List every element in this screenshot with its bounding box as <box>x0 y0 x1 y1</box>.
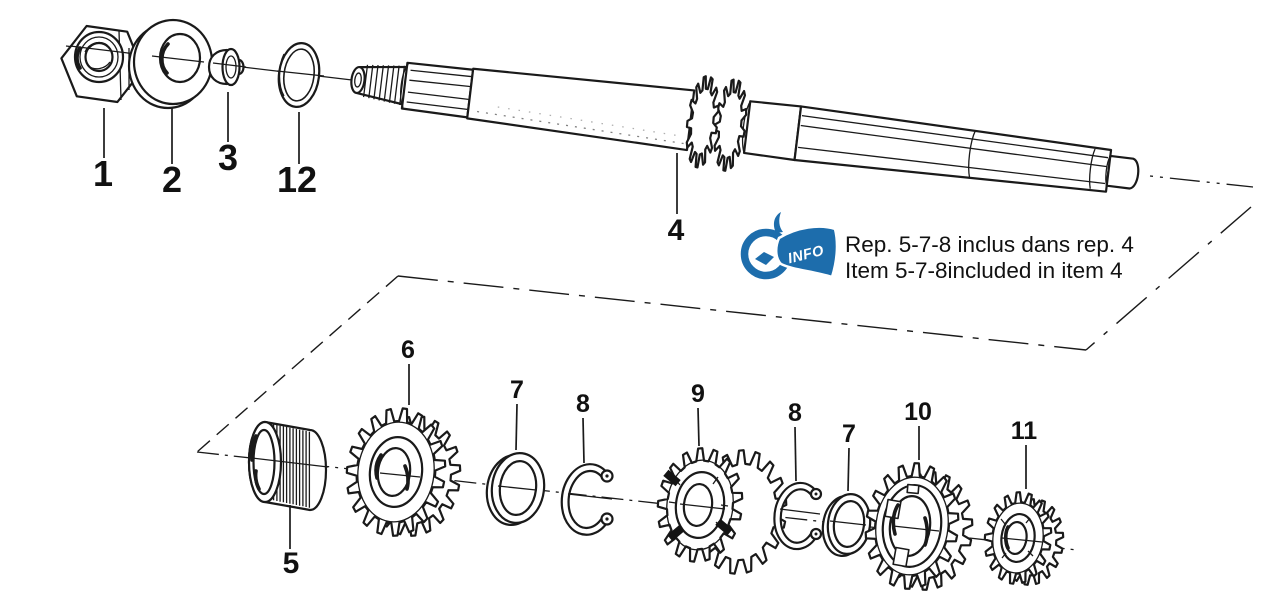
axis-through-nut <box>69 45 137 55</box>
part-thrust-washer-b <box>821 493 872 557</box>
part-label-10: 10 <box>904 398 932 426</box>
part-label-7a: 7 <box>510 376 524 404</box>
part-label-8b: 8 <box>788 399 802 427</box>
part-double-gear <box>656 447 788 575</box>
part-gear-10 <box>864 462 974 591</box>
axis-through-washer <box>151 55 205 63</box>
axis-overlays <box>251 457 1043 543</box>
part-seal-ring <box>276 42 325 108</box>
shaft-integrated-gear-front <box>685 75 720 169</box>
info-badge-banner <box>775 225 839 279</box>
shaft-axis-extension <box>1149 175 1254 188</box>
plane-right-edge <box>1085 206 1252 351</box>
part-circlip-a <box>560 463 614 536</box>
part-gear-11 <box>983 491 1065 586</box>
part-label-11: 11 <box>1011 417 1038 445</box>
info-badge: INFO <box>740 212 839 280</box>
part-label-1: 1 <box>93 153 113 194</box>
part-label-5: 5 <box>283 547 300 580</box>
part-label-6: 6 <box>401 336 415 364</box>
part-washer-large <box>127 18 214 110</box>
part-main-shaft <box>350 61 1140 193</box>
info-badge-curl <box>773 212 783 233</box>
part-hex-nut <box>60 24 144 104</box>
part-thrust-washer-a <box>485 452 546 526</box>
part-labels: 1 2 3 12 4 5 6 7 8 9 8 7 10 11 <box>93 137 1037 580</box>
part-label-8a: 8 <box>576 390 590 418</box>
part-label-4: 4 <box>668 214 685 247</box>
info-note-line1: Rep. 5-7-8 inclus dans rep. 4 <box>845 232 1134 257</box>
leader-lines <box>103 92 1027 549</box>
part-label-3: 3 <box>218 137 238 178</box>
axis-through-ring <box>276 70 325 77</box>
info-note-line2: Item 5-7-8included in item 4 <box>845 258 1123 283</box>
part-label-2: 2 <box>162 159 182 200</box>
part-label-9: 9 <box>691 380 705 408</box>
part-label-12: 12 <box>277 159 317 200</box>
plane-top-edge <box>397 275 1087 351</box>
info-badge-dot <box>755 252 774 265</box>
axis-through-cap <box>212 62 247 68</box>
plane-left-edge <box>196 275 399 453</box>
part-gear-6 <box>345 407 462 537</box>
part-cap <box>207 47 247 87</box>
part-label-7b: 7 <box>842 420 856 448</box>
part-circlip-b <box>773 481 823 551</box>
